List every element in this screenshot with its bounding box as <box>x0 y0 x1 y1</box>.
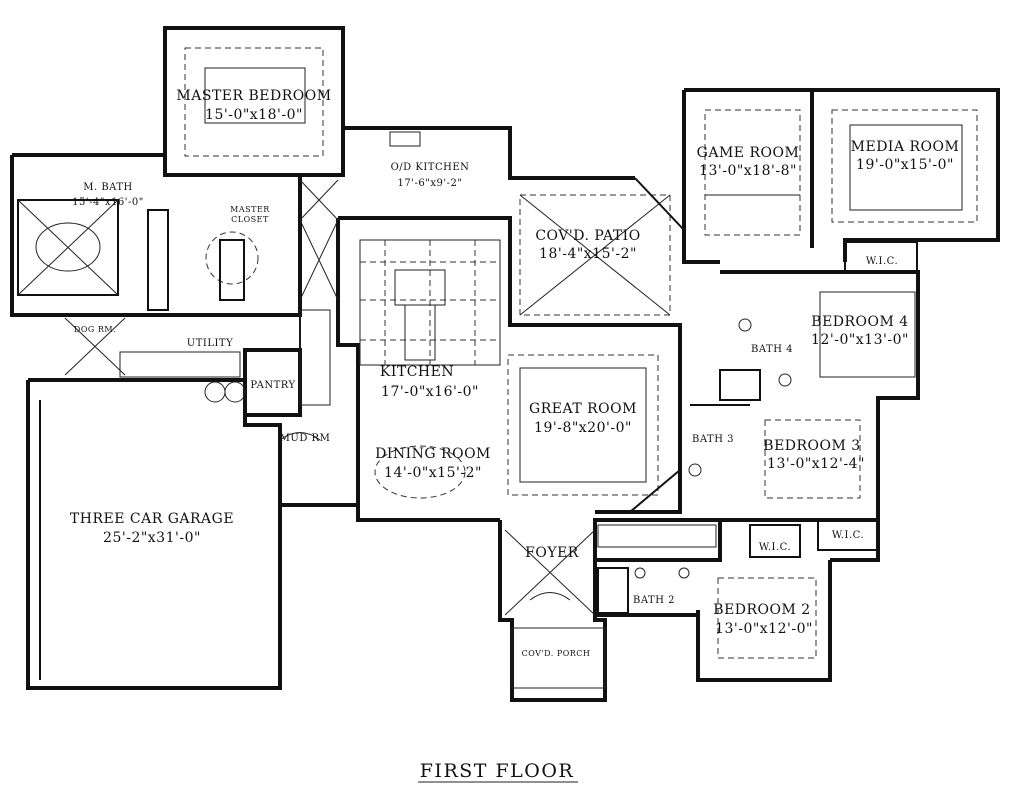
room-bath-4-name: BATH 4 <box>751 344 793 355</box>
room-kitchen-name: KITCHEN <box>380 364 454 380</box>
room-game-room-size: 13'-0"x18'-8" <box>699 163 797 179</box>
room-master-closet-line1: MASTER <box>230 205 270 214</box>
room-foyer-name: FOYER <box>525 545 579 561</box>
room-pantry-name: PANTRY <box>250 380 295 391</box>
interior-details <box>17 47 978 689</box>
room-dining-room-name: DINING ROOM <box>375 446 491 462</box>
room-mud-rm-name: MUD RM <box>280 433 331 444</box>
room-three-car-garage-size: 25'-2"x31'-0" <box>103 530 201 546</box>
room-media-room-name: MEDIA ROOM <box>851 139 960 155</box>
room-m-bath-size: 15'-4"x16'-0" <box>72 197 144 208</box>
room-bath-3-name: BATH 3 <box>692 434 734 445</box>
room-utility-name: UTILITY <box>187 338 233 349</box>
room-three-car-garage-name: THREE CAR GARAGE <box>70 511 234 527</box>
room-labels: MASTER BEDROOM 15'-0"x18'-0" M. BATH 15'… <box>70 88 959 658</box>
room-covd-patio-name: COV'D. PATIO <box>535 228 640 244</box>
room-bedroom-2-size: 13'-0"x12'-0" <box>715 621 813 637</box>
room-master-bedroom-name: MASTER BEDROOM <box>176 88 331 104</box>
room-game-room-name: GAME ROOM <box>697 145 800 161</box>
room-bedroom-3-size: 13'-0"x12'-4" <box>767 456 865 472</box>
room-media-room-size: 19'-0"x15'-0" <box>856 157 954 173</box>
room-covd-patio-size: 18'-4"x15'-2" <box>539 246 637 262</box>
room-bath-2-name: BATH 2 <box>633 595 675 606</box>
room-dining-room-size: 14'-0"x15'-2" <box>384 465 482 481</box>
room-great-room-size: 19'-8"x20'-0" <box>534 420 632 436</box>
plan-title-group: FIRST FLOOR <box>418 760 578 783</box>
room-dog-rm-name: DOG RM. <box>74 325 116 334</box>
room-great-room-name: GREAT ROOM <box>529 401 637 417</box>
room-wic-2-name: W.I.C. <box>759 542 791 553</box>
room-bedroom-3-name: BEDROOM 3 <box>763 438 860 454</box>
room-bedroom-4-name: BEDROOM 4 <box>811 314 908 330</box>
room-bedroom-2-name: BEDROOM 2 <box>713 602 810 618</box>
plan-title: FIRST FLOOR <box>420 760 574 782</box>
room-covd-porch-name: COV'D. PORCH <box>522 649 591 658</box>
room-kitchen-size: 17'-0"x16'-0" <box>381 384 479 400</box>
room-master-bedroom-size: 15'-0"x18'-0" <box>205 107 303 123</box>
exterior-walls <box>10 26 1000 702</box>
room-bedroom-4-size: 12'-0"x13'-0" <box>811 332 909 348</box>
room-od-kitchen-name: O/D KITCHEN <box>391 162 470 173</box>
room-master-closet-line2: CLOSET <box>231 215 269 224</box>
room-wic-3-name: W.I.C. <box>832 530 864 541</box>
room-m-bath-name: M. BATH <box>83 182 133 193</box>
room-od-kitchen-size: 17'-6"x9'-2" <box>398 178 463 189</box>
room-wic-1-name: W.I.C. <box>866 256 898 267</box>
